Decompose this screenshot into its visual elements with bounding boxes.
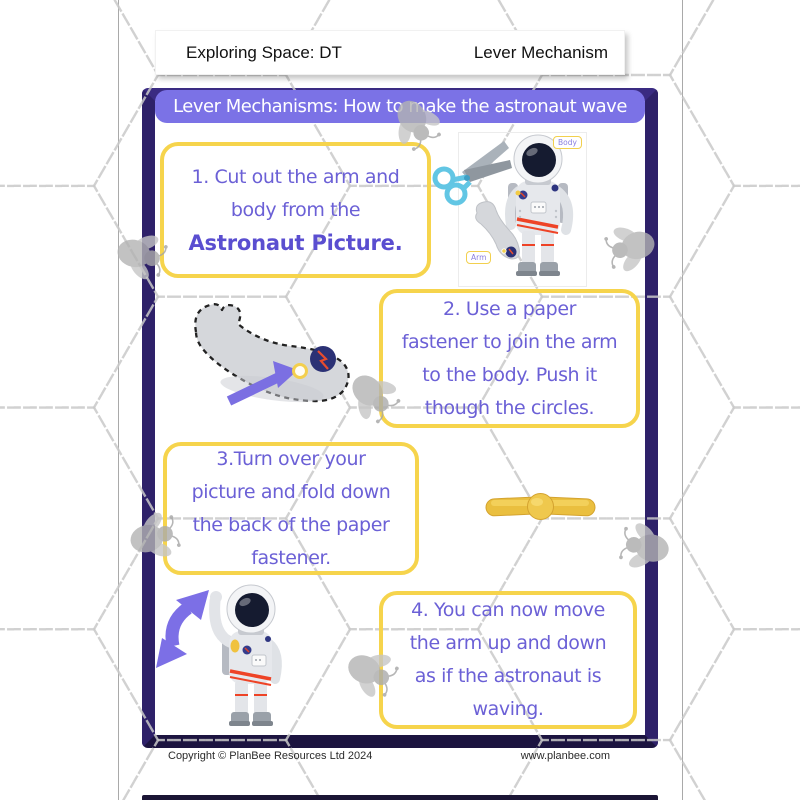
paper-fastener-icon	[485, 493, 596, 520]
step-3-line: picture and fold down	[191, 480, 391, 503]
next-page-edge	[142, 795, 658, 800]
bee-icon	[616, 516, 674, 578]
step-2-box: 2. Use a paper fastener to join the arm …	[379, 289, 640, 428]
body-cutout-label: Body	[553, 136, 582, 149]
copyright-text: Copyright © PlanBee Resources Ltd 2024	[168, 750, 373, 762]
step-4-line: the arm up and down	[409, 632, 607, 654]
step-1-box: 1. Cut out the arm and body from the Ast…	[160, 142, 431, 278]
step-3-line: 3.Turn over your	[216, 447, 366, 470]
waving-astronaut-figure	[209, 584, 282, 726]
step-1-bold-text: Astronaut Picture.	[188, 230, 403, 255]
step-4-line: waving.	[472, 698, 544, 720]
step-3-box: 3.Turn over your picture and fold down t…	[163, 442, 419, 575]
header-topic-title: Lever Mechanism	[473, 42, 608, 62]
step-3-line: fastener.	[251, 546, 331, 569]
worksheet-header: Exploring Space: DT Lever Mechanism	[155, 30, 625, 75]
step-4-line: 4. You can now move	[411, 599, 605, 621]
step-3-line: the back of the paper	[192, 513, 390, 536]
step-4-box: 4. You can now move the arm up and down …	[379, 591, 637, 729]
step-2-line: to the body. Push it	[422, 363, 597, 386]
header-course-title: Exploring Space: DT	[186, 42, 342, 62]
step-1-line: 1. Cut out the arm and	[191, 165, 400, 188]
paper-edge-right	[682, 0, 683, 800]
arm-cutout-large	[194, 303, 350, 406]
step-2-line: 2. Use a paper	[442, 297, 577, 320]
paper-edge-left	[118, 0, 119, 800]
step-2-line: though the circles.	[424, 396, 595, 419]
arm-cutout-label: Arm	[466, 251, 492, 264]
step-2-line: fastener to join the arm	[401, 330, 618, 353]
step-4-line: as if the astronaut is	[414, 665, 602, 687]
website-text: www.planbee.com	[520, 750, 610, 762]
step-1-line: body from the	[230, 198, 361, 221]
